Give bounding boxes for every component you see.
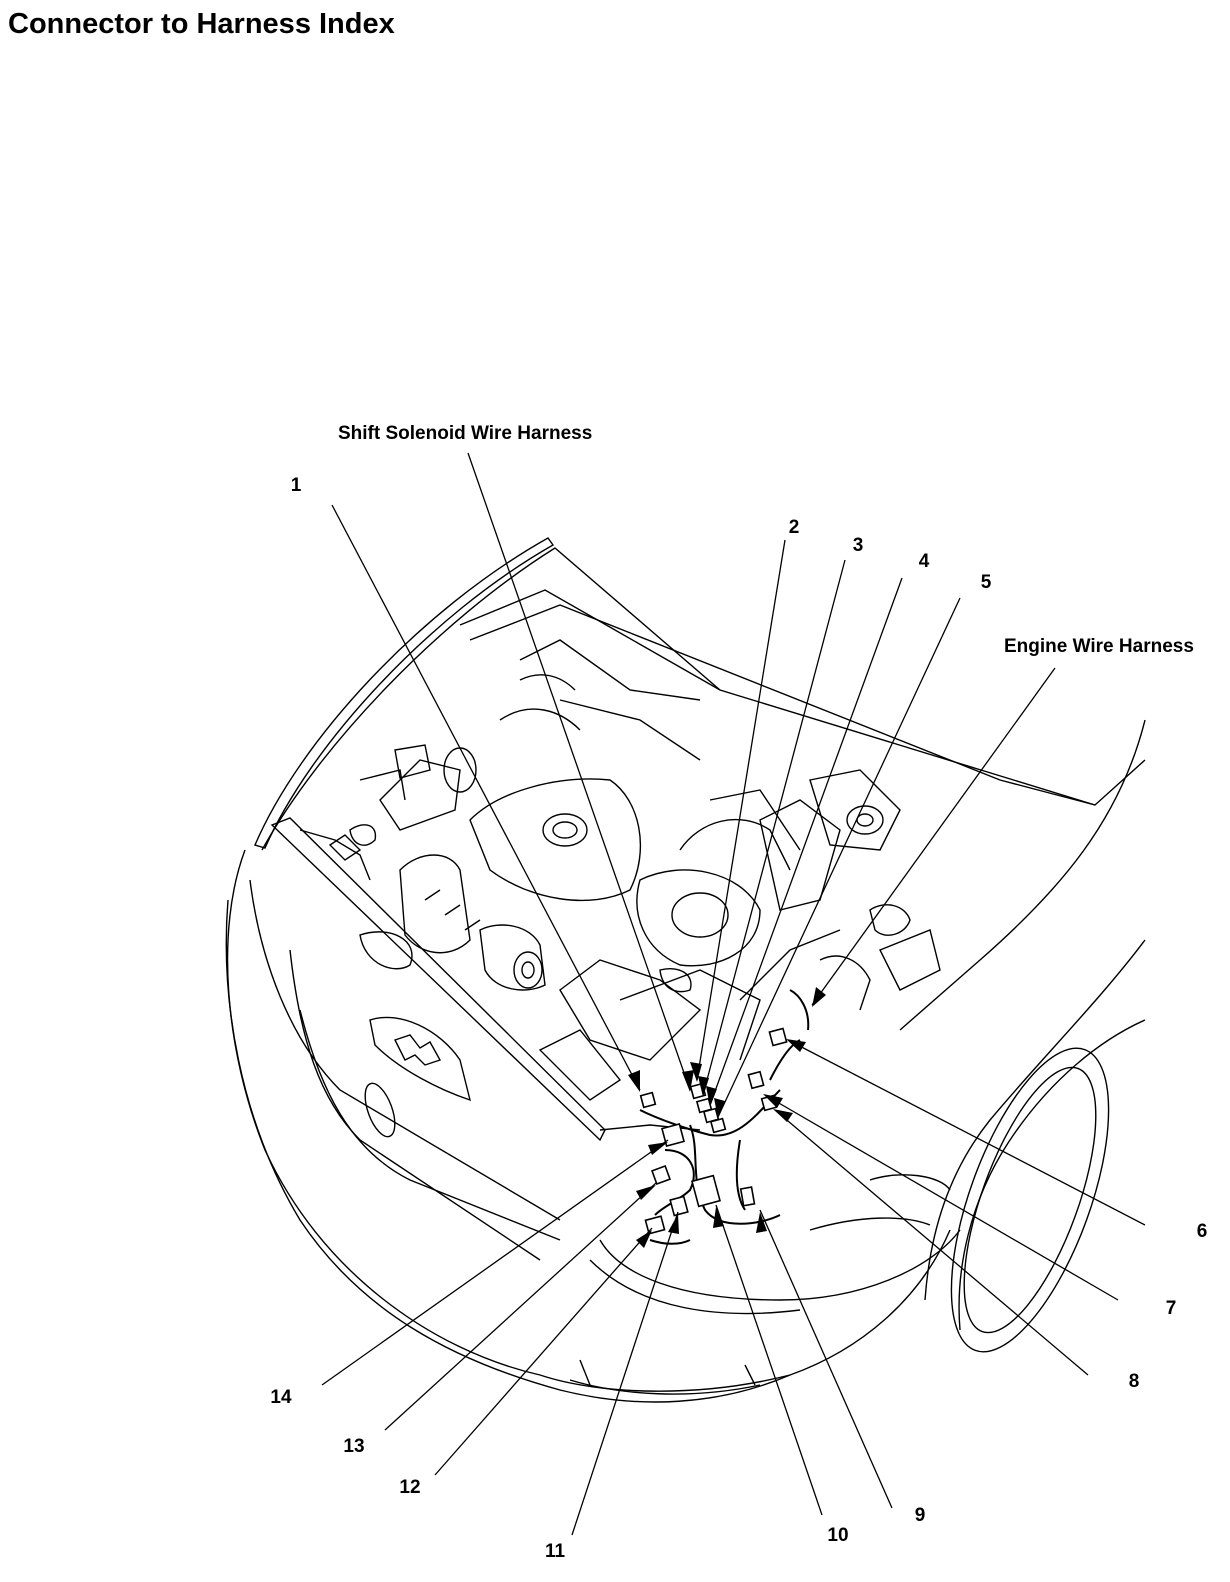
connector-1: [641, 1093, 656, 1108]
connector-13: [652, 1166, 670, 1184]
vehicle-outline: [226, 538, 1145, 1402]
callout-13: 13: [343, 1436, 365, 1457]
engine-compartment: [300, 590, 1095, 1130]
connector-5: [711, 1119, 725, 1133]
callout-2: 2: [788, 517, 800, 538]
page-title: Connector to Harness Index: [8, 8, 395, 40]
engine-harness-label: Engine Wire Harness: [1004, 636, 1194, 657]
callout-5: 5: [980, 572, 992, 593]
connector-6: [769, 1028, 786, 1045]
connector-11: [670, 1196, 688, 1215]
connector-7: [748, 1072, 763, 1089]
callout-8: 8: [1128, 1371, 1140, 1392]
callout-11: 11: [544, 1541, 566, 1562]
callout-1: 1: [290, 475, 302, 496]
callout-10: 10: [827, 1525, 849, 1546]
connector-10: [692, 1176, 720, 1207]
callout-12: 12: [399, 1477, 421, 1498]
callout-4: 4: [918, 551, 930, 572]
connectors: [641, 1028, 787, 1233]
callout-3: 3: [852, 535, 864, 556]
arrowheads: [628, 987, 826, 1248]
connector-9: [741, 1187, 755, 1206]
callout-14: 14: [270, 1387, 292, 1408]
callout-7: 7: [1165, 1298, 1177, 1319]
callout-9: 9: [914, 1505, 926, 1526]
leader-lines: [322, 453, 1145, 1535]
shift-solenoid-harness-label: Shift Solenoid Wire Harness: [338, 423, 593, 444]
callout-6: 6: [1196, 1221, 1208, 1242]
connector-12: [645, 1216, 664, 1234]
